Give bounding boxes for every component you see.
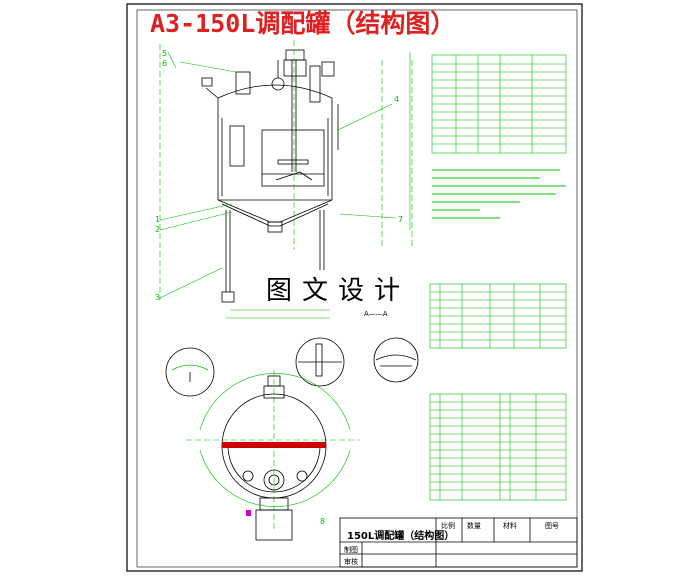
callout-3: 3	[155, 293, 160, 302]
callout-7: 7	[398, 215, 403, 224]
title-block	[339, 517, 578, 568]
center-lines	[159, 40, 413, 530]
title-block-label-scale: 比例	[441, 522, 455, 530]
callout-5: 5	[162, 49, 167, 58]
tech-notes	[432, 169, 566, 219]
dimension-lines	[159, 51, 411, 319]
magenta-marker	[246, 510, 251, 516]
section-label: A——A	[364, 310, 388, 318]
drawing-title: A3-150L调配罐（结构图）	[150, 9, 456, 38]
title-block-label-material: 材料	[503, 522, 517, 530]
callouts: 1 2 3 4 5 6 7 8	[155, 49, 403, 526]
plan-beam-highlight	[222, 442, 326, 448]
watermark: 图文设计	[262, 270, 415, 307]
title-block-name: 150L调配罐（结构图）	[347, 531, 455, 542]
outer-frame	[126, 3, 583, 572]
callout-6: 6	[162, 59, 167, 68]
title-block-label-drawing-no: 图号	[545, 522, 559, 530]
parts-list	[429, 393, 567, 501]
title-block-label-qty: 数量	[467, 522, 481, 530]
callout-2: 2	[155, 225, 160, 234]
callout-1: 1	[155, 215, 160, 224]
detail-views	[165, 337, 419, 397]
plan-view	[221, 375, 327, 541]
plan-dim-arc	[199, 373, 351, 431]
callout-4: 4	[394, 95, 399, 104]
vessel-elevation	[201, 49, 339, 303]
callout-8: 8	[320, 517, 325, 526]
plan-dim-arc-lower	[199, 449, 351, 507]
tech-table	[431, 54, 567, 154]
title-block-row-reviewer: 审核	[344, 558, 358, 566]
nozzle-table	[429, 283, 567, 349]
title-block-row-drafter: 制图	[344, 546, 358, 554]
